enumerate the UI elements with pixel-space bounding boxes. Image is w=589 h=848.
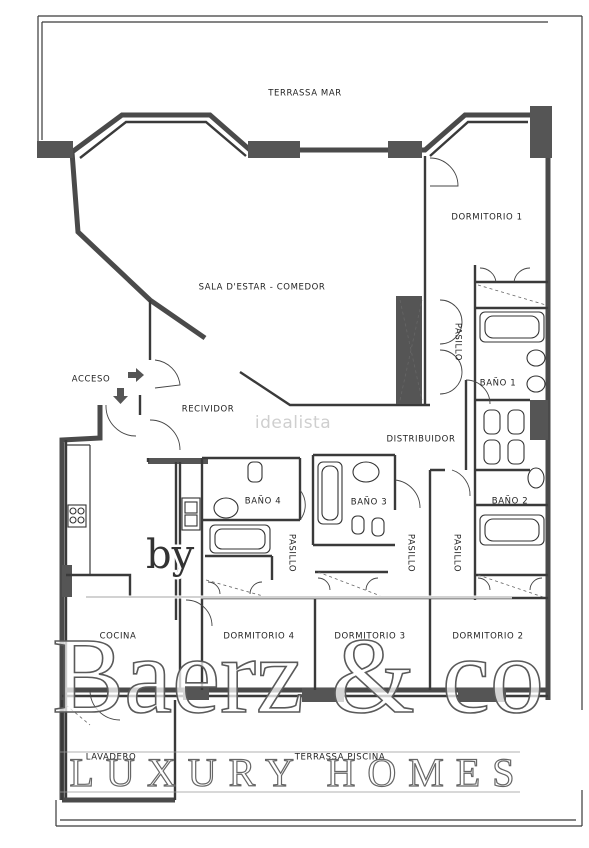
label-dormitorio-2: DORMITORIO 2: [452, 632, 523, 642]
fixtures: [66, 311, 546, 575]
label-dormitorio-4: DORMITORIO 4: [223, 632, 294, 642]
brand-watermark: by by Baerz & co LUXURY HOMES: [51, 530, 544, 796]
exterior-walls: [59, 110, 551, 803]
entry-arrow-right-icon: [128, 368, 144, 382]
watermark-by-fill: by: [146, 532, 195, 578]
label-pasillo-4: PASILLO: [452, 534, 462, 572]
room-labels: TERRASSA MAR DORMITORIO 1 SALA D'ESTAR -…: [72, 89, 528, 763]
label-recividor: RECIVIDOR: [182, 405, 235, 415]
door-swings: [89, 157, 543, 721]
label-dormitorio-1: DORMITORIO 1: [451, 213, 522, 223]
label-pasillo-3: PASILLO: [406, 534, 416, 572]
label-pasillo-2: PASILLO: [287, 534, 297, 572]
label-terrassa-mar: TERRASSA MAR: [267, 89, 342, 99]
label-bano-2: BAÑO 2: [492, 496, 528, 507]
label-sala: SALA D'ESTAR - COMEDOR: [199, 283, 326, 293]
label-acceso: ACCESO: [72, 375, 111, 385]
wardrobes: [65, 284, 547, 726]
label-pasillo-1: PASILLO: [453, 323, 463, 361]
label-cocina: COCINA: [100, 632, 137, 642]
label-bano-3: BAÑO 3: [351, 497, 387, 508]
label-bano-1: BAÑO 1: [480, 378, 516, 389]
watermark-brand: Baerz & co: [52, 617, 544, 736]
wall-blocks: [37, 106, 552, 702]
entry-arrow-down-icon: [113, 388, 128, 404]
label-dormitorio-3: DORMITORIO 3: [334, 632, 405, 642]
terrace-outline: [37, 15, 583, 827]
label-bano-4: BAÑO 4: [245, 496, 281, 507]
entry-arrows: [113, 368, 144, 404]
label-lavadero: LAVADERO: [86, 753, 137, 763]
label-terrassa-piscina: TERRASSA PISCINA: [294, 753, 386, 763]
watermark-tagline: LUXURY HOMES: [70, 750, 527, 795]
watermark-by: by: [146, 532, 195, 578]
idealista-watermark: idealista: [255, 413, 331, 433]
label-distribuidor: DISTRIBUIDOR: [387, 435, 456, 445]
